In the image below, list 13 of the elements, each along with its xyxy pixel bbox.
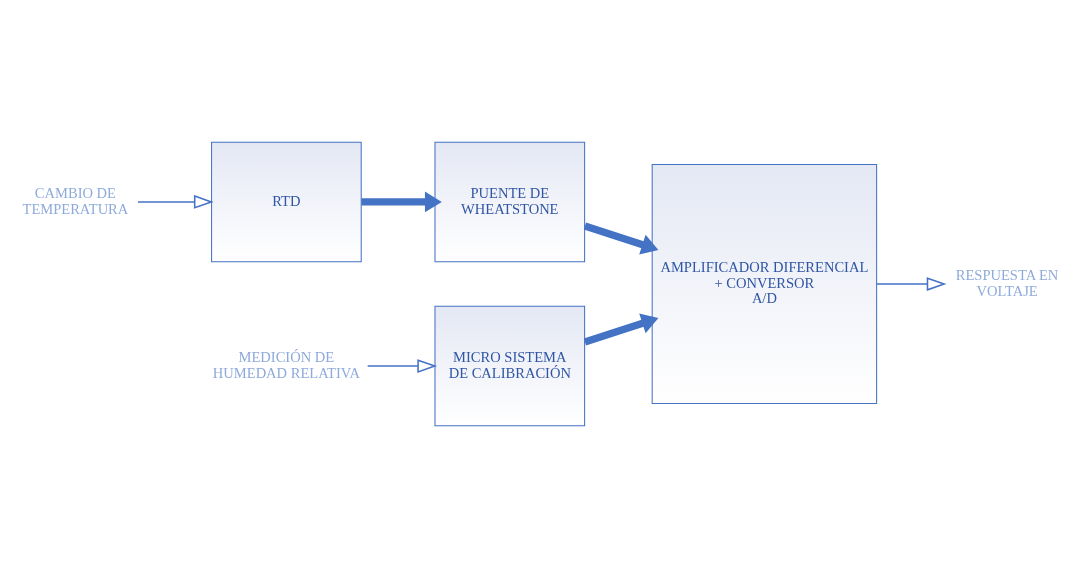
arrow — [361, 191, 442, 212]
arrow — [366, 358, 438, 373]
arrow — [583, 222, 659, 254]
node-text: RESPUESTA EN VOLTAJE — [955, 266, 1059, 299]
node-box: PUENTE DE WHEATSTONE — [434, 141, 586, 262]
node-text: CAMBIO DE TEMPERATURA — [22, 184, 129, 217]
arrow — [583, 313, 659, 345]
node-box: MICRO SISTEMA DE CALIBRACIÓN — [434, 305, 586, 426]
arrow — [876, 276, 947, 291]
node-box: AMPLIFICADOR DIFERENCIAL + CONVERSOR A/D — [651, 163, 878, 404]
node-text: MEDICIÓN DE HUMEDAD RELATIVA — [212, 348, 360, 381]
node-box: RTD — [211, 141, 362, 262]
arrow — [137, 194, 214, 209]
